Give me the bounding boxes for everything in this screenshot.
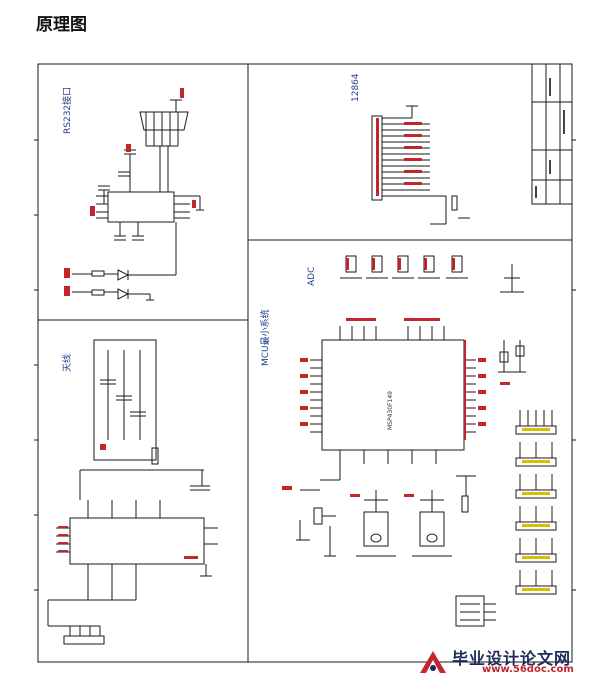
- watermark-title: 毕业设计论文网: [452, 649, 572, 668]
- watermark: 毕业设计论文网 www.56doc.com: [414, 645, 604, 679]
- watermark-url: www.56doc.com: [482, 664, 574, 675]
- lcd-red-nets: [376, 118, 422, 196]
- watermark-logo-icon: [420, 651, 446, 673]
- rs232-max232-chip: [96, 191, 190, 223]
- mcu-red-nets: [300, 318, 486, 440]
- mcu-oscillators: [356, 475, 476, 557]
- rf-red-nets: [58, 444, 198, 559]
- rs232-red-nets: [64, 88, 196, 296]
- rf-transceiver-chip: [47, 500, 218, 645]
- rf-matching-network: [79, 339, 210, 500]
- lcd-label: 12864: [351, 73, 361, 102]
- lcd-connector: [371, 105, 470, 225]
- sheet-border: [37, 63, 573, 663]
- mcu-chip-label: MSP430F149: [387, 391, 394, 430]
- mcu-misc-red: [282, 382, 510, 497]
- rs232-led-circuit: [72, 222, 177, 301]
- power-label: 天线: [61, 354, 73, 372]
- rs232-label: RS232接口: [61, 87, 73, 134]
- mcu-header-connectors: [455, 410, 557, 627]
- adc-red-nets: [346, 258, 455, 270]
- rs232-capacitors: [98, 149, 204, 241]
- border-ticks: [34, 139, 576, 591]
- title-block: [531, 63, 573, 205]
- adc-label: ADC: [307, 267, 317, 286]
- mcu-label: MCU最小系统: [259, 309, 271, 366]
- adc-input-channels: [340, 255, 524, 293]
- mcu-reset-crystal: [296, 340, 526, 557]
- title-block-text: [535, 78, 565, 198]
- rs232-db9-connector: [139, 99, 189, 192]
- page-title: 原理图: [36, 15, 87, 35]
- mcu-yellow-marks: [522, 428, 550, 591]
